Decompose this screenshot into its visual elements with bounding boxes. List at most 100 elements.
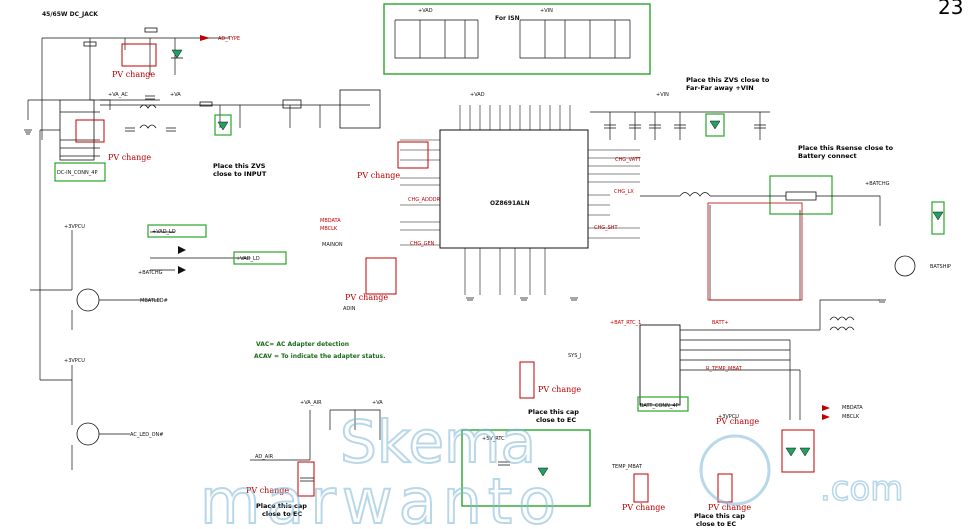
note-cap-ec-2a: Place this cap bbox=[256, 502, 307, 510]
net-mbclk-ic: MBCLK bbox=[320, 226, 338, 232]
net-chg-adddr: CHG_ADDDR bbox=[408, 197, 441, 203]
net-ac-led: AC_LED_ON# bbox=[130, 432, 163, 438]
note-zvs-input-1: Place this ZVS bbox=[213, 162, 266, 170]
rtc-box bbox=[461, 429, 591, 507]
rail-batchg: +BATCHG bbox=[865, 181, 890, 187]
note-rsense-1: Place this Rsense close to bbox=[798, 144, 894, 152]
rail-vad-ic: +VAD bbox=[470, 92, 485, 98]
pv-change-4: PV change bbox=[345, 293, 388, 302]
net-chg-gen: CHG_GEN bbox=[410, 241, 435, 247]
batt-connector-label: BATT_CONN_4P bbox=[640, 403, 679, 409]
note-rsense-2: Battery connect bbox=[798, 152, 857, 160]
net-temp-mbat: TEMP_MBAT bbox=[611, 464, 643, 470]
pl14-inductor bbox=[829, 316, 855, 331]
inductor-pl15 bbox=[640, 192, 881, 301]
cap-ec-red-box bbox=[519, 361, 535, 399]
pd11-box bbox=[931, 201, 945, 235]
rail-batchg-left: +BATCHG bbox=[138, 270, 163, 276]
rail-vad-ld-2: +VAD_LD bbox=[236, 256, 260, 262]
dc-jack-wiring bbox=[27, 37, 370, 381]
net-ad-type: AD_TYPE bbox=[218, 36, 240, 42]
mbclk-arrow bbox=[822, 414, 830, 420]
note-zvs-vin-2: Far-Far away +VIN bbox=[686, 84, 754, 92]
dc-jack-red-box bbox=[75, 119, 105, 143]
zvs-input-box bbox=[214, 114, 232, 136]
pq11-box bbox=[339, 89, 381, 129]
rail-va-ac: +VA_AC bbox=[108, 92, 129, 98]
rail-vad-ld-1: +VAD_LD bbox=[152, 229, 176, 235]
pd11-diode bbox=[932, 211, 944, 221]
zvs-vin-box bbox=[705, 113, 725, 137]
watermark-line1: Skema bbox=[340, 408, 536, 476]
pc-red-box-b bbox=[717, 473, 733, 503]
isn-rail-vad: +VAD bbox=[418, 8, 433, 14]
rtc-components bbox=[498, 461, 549, 477]
vad-ld-box-1 bbox=[147, 224, 207, 238]
net-mainon: MAINON bbox=[322, 242, 343, 248]
note-cap-ec-3a: Place this cap bbox=[694, 512, 745, 520]
zvs-vin-diode bbox=[709, 120, 721, 130]
pv-change-7: PV change bbox=[716, 417, 759, 426]
note-cap-ec-2b: close to EC bbox=[262, 510, 302, 518]
isn-title: For ISN bbox=[495, 15, 520, 22]
charger-ic bbox=[439, 129, 589, 249]
note-vac: VAC= AC Adapter detection bbox=[256, 341, 349, 348]
pr145-red-box bbox=[365, 257, 397, 295]
net-ad-air: AD_AIR bbox=[255, 454, 274, 460]
pc-red-box-a bbox=[633, 473, 649, 503]
net-chg-sht: CHG_SHT bbox=[594, 225, 619, 231]
pv-change-9: PV change bbox=[708, 503, 751, 512]
watermark-line2: marwanto bbox=[200, 465, 562, 529]
page-number: 23 bbox=[938, 0, 963, 19]
dc-jack-connector bbox=[59, 99, 95, 161]
vad-ld-box-2 bbox=[233, 251, 287, 265]
rail-5v-rtc: +5V_RTC bbox=[482, 436, 505, 442]
watermark-suffix: .com bbox=[820, 469, 903, 509]
diodes-pd7-pd10 bbox=[178, 246, 186, 274]
ad-type-arrow bbox=[200, 35, 210, 41]
net-sys-j: SYS_J bbox=[568, 353, 581, 359]
component-marks-left bbox=[83, 27, 302, 132]
rsense-box bbox=[769, 175, 833, 215]
pr-box-top bbox=[121, 43, 157, 67]
note-cap-ec-1b: close to EC bbox=[536, 416, 576, 424]
diode-pd6 bbox=[171, 49, 183, 59]
rail-3vpcu-1: +3VPCU bbox=[64, 224, 85, 230]
pq12-transistor bbox=[894, 255, 916, 277]
batchg-red-frame bbox=[707, 202, 803, 301]
net-batt-plus: BATT+ bbox=[712, 320, 729, 326]
note-cap-ec-1a: Place this cap bbox=[528, 408, 579, 416]
pr57-red-box bbox=[397, 141, 429, 169]
net-chg-lx: CHG_LX bbox=[614, 189, 634, 195]
pc19-red-box bbox=[297, 461, 315, 497]
rsense-resistor bbox=[785, 191, 817, 201]
pv-change-2: PV change bbox=[112, 70, 155, 79]
left-wiring bbox=[30, 230, 250, 470]
zvs-input-diode bbox=[217, 121, 229, 131]
pv-change-8: PV change bbox=[622, 503, 665, 512]
net-chg-vatt: CHG_VATT bbox=[615, 157, 642, 163]
rail-va-bottom: +VA bbox=[372, 400, 383, 406]
net-mbdata-ic: MBDATA bbox=[320, 218, 341, 224]
vin-caps bbox=[590, 111, 770, 140]
pv-change-6: PV change bbox=[246, 486, 289, 495]
net-bat-rtc: +BAT_RTC_1 bbox=[610, 320, 641, 326]
net-adin: ADIN bbox=[343, 306, 356, 312]
batt-wiring bbox=[680, 299, 880, 420]
pv-change-5: PV change bbox=[538, 385, 581, 394]
ic-right-pins bbox=[588, 149, 640, 239]
pv-change-3: PV change bbox=[357, 171, 400, 180]
rail-3vpcu-rtc: +3VPCU bbox=[718, 414, 739, 420]
ground-symbols bbox=[24, 129, 886, 303]
net-r-temp: R_TEMP_MBAT bbox=[706, 366, 743, 372]
rail-va-top: +VA bbox=[170, 92, 181, 98]
rail-va-air: +VA_AIR bbox=[300, 400, 322, 406]
note-cap-ec-3b: close to EC bbox=[696, 520, 736, 528]
note-zvs-vin-1: Place this ZVS close to bbox=[686, 76, 770, 84]
net-mbatled: MBATLED# bbox=[140, 298, 168, 304]
tvs-red-box bbox=[781, 429, 815, 473]
watermark-logo bbox=[699, 434, 771, 506]
ic-left-pins bbox=[400, 139, 440, 246]
ic-top-pins bbox=[459, 105, 571, 295]
net-mbclk: MBCLK bbox=[842, 414, 860, 420]
